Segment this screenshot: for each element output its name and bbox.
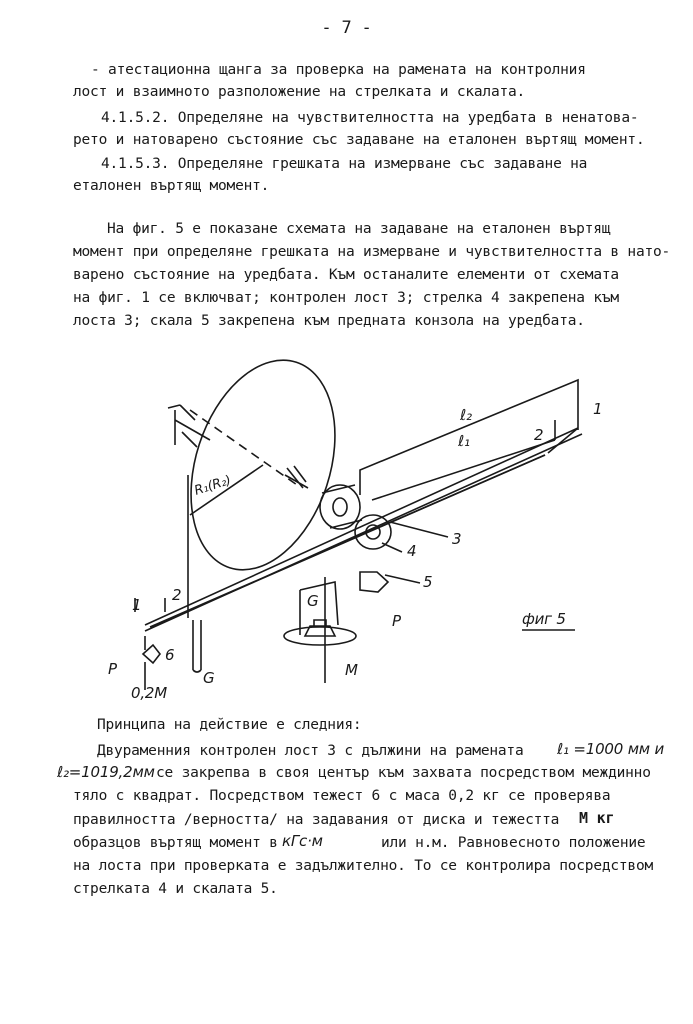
principle-heading: Принципа на действие е следния:	[97, 717, 362, 733]
text-line: рето и натоварено състояние със задаване…	[73, 132, 645, 148]
text-line: момент при определяне грешката на измерв…	[73, 244, 671, 260]
label-2-left: 2	[172, 586, 181, 604]
label-l1: ℓ₁	[457, 432, 470, 450]
disk-axle	[189, 409, 301, 488]
label-g-left: G	[203, 669, 214, 687]
label-weight-left: 0,2M	[131, 684, 167, 702]
principle-line: Двураменния контролен лост 3 с дължини н…	[97, 743, 524, 759]
principle-line: се закрепва в своя център към захвата по…	[156, 765, 651, 781]
disk	[190, 359, 336, 571]
label-p-right: P	[392, 612, 402, 630]
label-3: 3	[452, 530, 461, 548]
page-number: - 7 -	[321, 18, 372, 38]
text-line: 4.1.5.2. Определяне на чувствителността …	[101, 110, 639, 126]
right-support	[284, 465, 309, 489]
principle-line: тяло с квадрат. Посредством тежест 6 с м…	[73, 788, 611, 804]
label-l2: ℓ₂	[459, 406, 472, 424]
handwritten-unit: кГс·м	[282, 832, 323, 850]
text-line: 4.1.5.3. Определяне грешката на измерван…	[101, 156, 588, 172]
weight-p	[303, 619, 337, 637]
pan	[283, 626, 357, 646]
text-line: еталонен въртящ момент.	[73, 178, 270, 194]
dimension-l1	[371, 439, 556, 501]
principle-line: стрелката 4 и скалата 5.	[73, 881, 278, 897]
pointer	[189, 427, 579, 611]
principle-line: образцов въртящ момент в	[73, 835, 278, 851]
label-1-left: 1	[132, 596, 141, 614]
label-p-left: P	[108, 660, 118, 678]
label-radius: R₁(R₂)	[193, 473, 233, 499]
text-line: На фиг. 5 е показане схемата на задаване…	[107, 221, 611, 237]
text-line: лост и взаимното разположение на стрелка…	[73, 84, 526, 100]
principle-line: или н.м. Равновесното положение	[381, 835, 646, 851]
hub-rear	[354, 514, 392, 550]
left-support	[167, 404, 211, 448]
weight-6	[141, 636, 162, 690]
label-1-right: 1	[593, 400, 602, 418]
dimension-l2	[359, 378, 579, 495]
text-line: на фиг. 1 се включват; контролен лост 3;…	[73, 290, 619, 306]
label-4: 4	[407, 542, 416, 560]
label-6: 6	[165, 646, 174, 664]
label-m: M	[345, 661, 358, 679]
handwritten-mass: М кг	[579, 809, 615, 827]
text-line: лоста 3; скала 5 закрепена към предната …	[73, 313, 585, 329]
handwritten-l1-value: ℓ₁ =1000 мм и	[557, 740, 665, 758]
hub-front	[319, 484, 361, 530]
text-line: варено състояние на уредбата. Към остана…	[73, 267, 619, 283]
principle-line: на лоста при проверката е задължително. …	[73, 858, 654, 874]
figure-caption: фиг 5	[522, 610, 566, 628]
label-5: 5	[423, 573, 432, 591]
text-line: - атестационна щанга за проверка на раме…	[91, 62, 586, 78]
scale	[359, 571, 390, 593]
label-2-right: 2	[534, 426, 543, 444]
principle-line: правилността /верността/ на задавания от…	[73, 812, 560, 828]
handwritten-l2-value: ℓ₂=1019,2мм	[57, 763, 155, 781]
label-g-middle: G	[307, 592, 318, 610]
radius-line	[189, 464, 264, 516]
